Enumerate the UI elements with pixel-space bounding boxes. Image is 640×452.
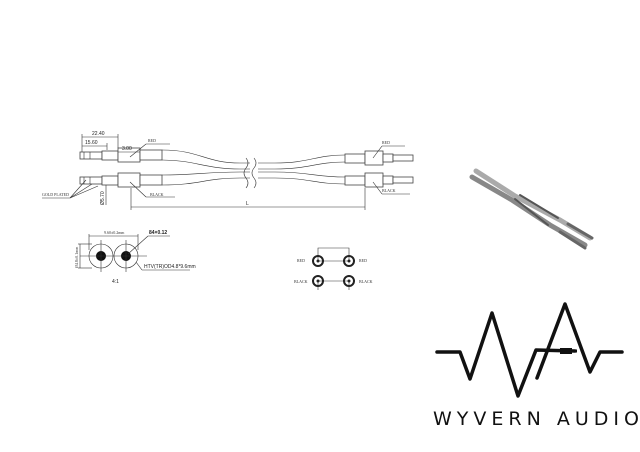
scale-label: 4:1 — [112, 279, 119, 285]
wyvern-audio-logo — [435, 302, 624, 398]
logo-text: WYVERN AUDIO — [433, 408, 640, 430]
dim-length: L — [246, 201, 249, 207]
label-black-left: BLACK — [150, 192, 164, 197]
conductor-spec: 84×0.12 — [149, 230, 167, 236]
wiring-right-red: RED — [359, 258, 367, 263]
cable-cross-section — [78, 234, 190, 272]
dimensions — [42, 134, 410, 210]
dim-overall: 22.40 — [92, 131, 105, 137]
dim-height: Ø4.8±0.1mm — [74, 246, 79, 268]
dim-diameter: Ø5.70 — [100, 191, 106, 205]
right-plug-black — [344, 172, 414, 188]
wiring-left-black: BLACK — [294, 279, 308, 284]
cable-body — [161, 149, 346, 189]
left-plug-black — [79, 172, 163, 188]
dim-ferrule: 3.00 — [122, 146, 132, 152]
jacket-spec: HTV(TR)OD4.8*9.6mm — [144, 264, 196, 270]
dim-pin: 15.60 — [85, 140, 98, 146]
dim-width: 9.60±0.2mm — [104, 230, 125, 235]
wiring-left-red: RED — [297, 258, 305, 263]
label-red-left: RED — [148, 138, 156, 143]
label-red-right: RED — [382, 140, 390, 145]
label-black-right: BLACK — [382, 188, 396, 193]
wiring-diagram — [312, 247, 355, 290]
left-plug-red — [79, 147, 163, 163]
label-gold-plated: GOLD PLATED — [42, 192, 69, 197]
wiring-right-black: BLACK — [359, 279, 373, 284]
right-plug-red — [344, 150, 414, 166]
cable-photo — [469, 168, 594, 250]
